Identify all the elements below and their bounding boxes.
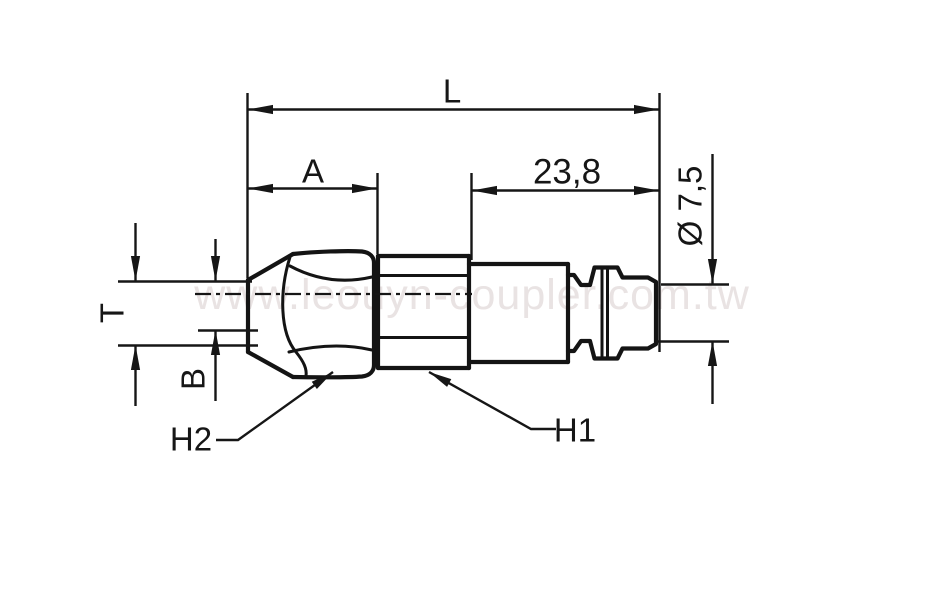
label-A: A (302, 153, 324, 190)
arrow-T-bottom (130, 345, 141, 370)
arrow-H1 (429, 372, 452, 387)
cone-top-edge (245, 251, 296, 283)
label-T: T (94, 303, 131, 323)
nipple-profile (565, 265, 659, 361)
arrow-H2 (311, 372, 333, 389)
label-B: B (175, 368, 212, 390)
label-L: L (443, 73, 461, 110)
leader-line-H1 (428, 370, 556, 431)
arrow-L-right (634, 104, 659, 115)
arrow-A-left (248, 183, 273, 194)
dimension-lines (118, 93, 729, 442)
leader-line-H2 (216, 371, 334, 442)
arrow-B-top (210, 256, 221, 281)
label-H1: H1 (554, 412, 596, 449)
nut-left-lobe-arc (281, 255, 308, 378)
arrow-dia-top (707, 259, 718, 284)
arrow-238-left (472, 185, 497, 196)
arrow-dia-bottom (707, 341, 718, 366)
nut-upper-lobe-arc (288, 264, 374, 282)
label-tip-diameter: Ø 7,5 (672, 166, 709, 247)
arrow-238-right (634, 185, 659, 196)
arrow-T-top (130, 256, 141, 281)
nut-lower-lobe-arc (287, 344, 374, 354)
label-23-8: 23,8 (533, 153, 601, 192)
arrow-L-left (248, 104, 273, 115)
arrow-A-right (352, 183, 377, 194)
dimension-labels: L A 23,8 Ø 7,5 T B H2 H1 (94, 73, 709, 458)
cone-bottom-edge (245, 349, 296, 380)
arrow-B-bottom (210, 330, 221, 355)
label-H2: H2 (170, 421, 212, 458)
nut-outline (290, 249, 377, 380)
part-outline (245, 249, 659, 380)
